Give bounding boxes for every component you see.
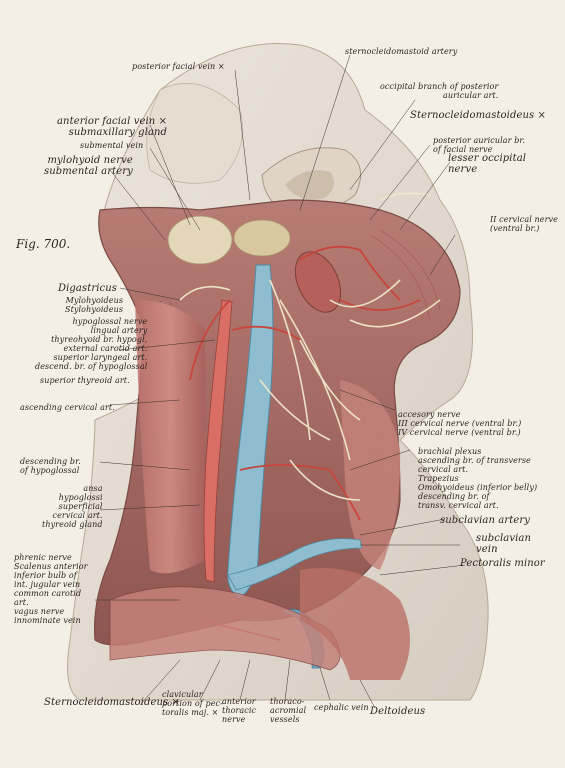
label-thoraco-acromial-vessels: thoraco- acromial vessels [270, 697, 307, 724]
label-ii-cervical-nerve: II cervical nerve (ventral br.) [490, 215, 558, 233]
figure-number: Fig. 700. [16, 237, 71, 251]
label-sternocleidomastoideus-bottom: Sternocleidomastoideus × [44, 697, 181, 708]
carotid-artery [203, 299, 233, 583]
label-occipital-branch: occipital branch of posterior auricular … [380, 82, 499, 100]
label-sternocleidomastoid-artery: sternocleidomastoid artery [345, 47, 458, 56]
chin [146, 83, 243, 184]
label-cephalic-vein: cephalic vein [314, 703, 369, 712]
label-mylohyoid-nerve: mylohyoid nerve submental artery [44, 155, 133, 177]
label-descending-br-hypoglossal: descending br. of hypoglossal [20, 457, 81, 475]
pectoral-muscle [109, 586, 341, 671]
label-mylohyoideus: Mylohyoideus Stylohyoideus [65, 296, 124, 314]
deltoid-region [300, 568, 410, 680]
label-sternocleidomastoideus-top: Sternocleidomastoideus × [410, 110, 547, 121]
label-submental-vein: submental vein [80, 141, 144, 150]
subclavian-vein [227, 538, 363, 591]
ear-inner [285, 170, 334, 200]
trapezius-region [340, 380, 401, 570]
label-posterior-facial-vein: posterior facial vein × [132, 62, 225, 71]
label-lesser-occipital-nerve: lesser occipital nerve [448, 153, 527, 175]
label-accessory-nerve-group: accesory nerve III cervical nerve (ventr… [398, 410, 522, 437]
label-digastricus: Digastricus [58, 283, 117, 294]
muscle-lobe [294, 251, 342, 313]
label-pectoralis-minor: Pectoralis minor [460, 558, 545, 569]
label-anterior-thoracic-nerve: anterior thoracic nerve [222, 697, 257, 724]
sternocleidomastoid-muscle [135, 300, 205, 574]
label-subclavian-vein: subclavian vein [476, 533, 531, 555]
label-deltoideus: Deltoideus [370, 706, 426, 717]
label-anterior-facial-vein: anterior facial vein × submaxillary glan… [57, 116, 168, 138]
label-superior-thyreoid-art: superior thyreoid art. [40, 376, 130, 385]
leader-lines [95, 54, 466, 709]
label-phrenic-group: phrenic nerve Scalenus anterior inferior… [14, 553, 88, 625]
nerves [179, 192, 441, 501]
label-brachial-plexus-group: brachial plexus ascending br. of transve… [418, 447, 538, 510]
label-posterior-auricular-br: posterior auricular br. of facial nerve [433, 136, 526, 154]
label-subclavian-artery: subclavian artery [440, 515, 530, 526]
label-clavicular-portion: clavicular portion of pec- toralis maj. … [162, 690, 223, 717]
label-ansa-group: ansa hypoglossi superficial cervical art… [42, 484, 103, 529]
submaxillary-gland [167, 215, 233, 265]
label-ascending-cervical-art: ascending cervical art. [20, 403, 115, 412]
label-hypoglossal-group: hypoglossal nerve lingual artery thyreoh… [35, 317, 148, 371]
